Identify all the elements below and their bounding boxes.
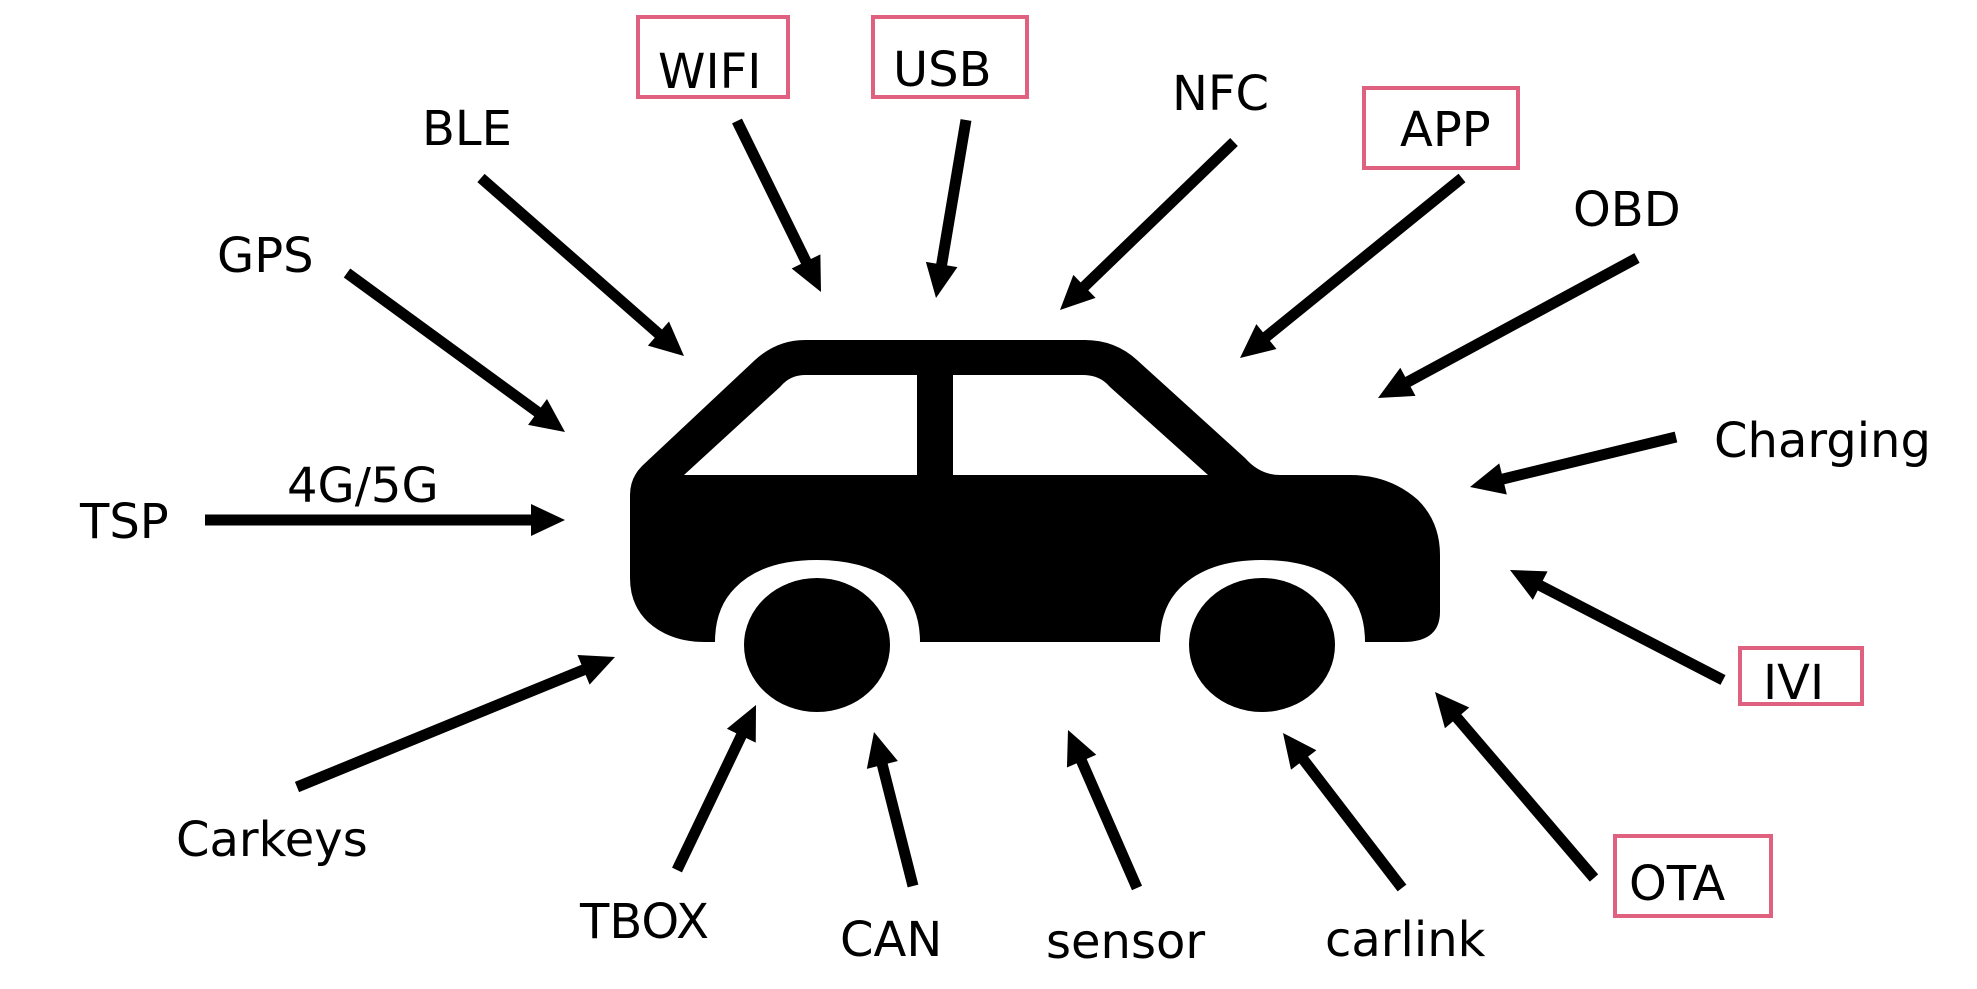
- arrow-head-tsp: [531, 504, 565, 536]
- arrow-head-ota: [1435, 692, 1470, 729]
- arrow-head-ble: [647, 321, 684, 356]
- arrow-head-usb: [925, 261, 958, 298]
- arrow-shaft-usb: [935, 119, 972, 270]
- label-tbox: TBOX: [579, 894, 709, 950]
- arrow-carlink: [1283, 733, 1407, 892]
- label-wifi: WIFI: [658, 44, 761, 100]
- arrow-head-sensor: [1066, 730, 1097, 768]
- label-nfc: NFC: [1172, 66, 1269, 122]
- rear-wheel: [1189, 578, 1335, 712]
- arrow-shaft-ble: [477, 173, 666, 341]
- ivi-highlight-box: [1738, 646, 1864, 706]
- arrows-layer: [205, 118, 1726, 892]
- arrow-wifi: [732, 118, 821, 292]
- arrow-obd: [1378, 253, 1640, 398]
- arrow-shaft-gps: [343, 268, 545, 419]
- label-ota: OTA: [1629, 856, 1725, 912]
- arrow-sensor: [1066, 730, 1143, 891]
- arrow-tbox: [672, 705, 756, 873]
- arrow-app: [1240, 173, 1466, 358]
- arrow-shaft-charging: [1497, 431, 1678, 486]
- arrow-head-gps: [528, 399, 565, 432]
- arrow-shaft-wifi: [732, 118, 813, 268]
- arrow-head-obd: [1378, 367, 1416, 398]
- usb-highlight-box: [871, 15, 1029, 99]
- arrow-shaft-sensor: [1074, 755, 1143, 891]
- arrow-head-carkeys: [577, 655, 615, 685]
- label-carlink: carlink: [1325, 912, 1486, 968]
- arrow-ivi: [1510, 570, 1726, 685]
- label-can: CAN: [840, 912, 942, 968]
- arrow-usb: [925, 119, 972, 298]
- arrow-head-charging: [1470, 463, 1507, 495]
- label-usb: USB: [893, 42, 992, 98]
- wifi-highlight-box: [636, 15, 790, 99]
- arrow-shaft-nfc: [1077, 138, 1238, 294]
- arrow-ota: [1435, 692, 1599, 882]
- label-sensor: sensor: [1046, 914, 1205, 970]
- arrow-head-wifi: [791, 254, 821, 292]
- arrow-shaft-tbox: [672, 729, 749, 873]
- ota-highlight-box: [1613, 834, 1773, 918]
- front-window: [684, 375, 917, 475]
- arrow-ble: [477, 173, 684, 356]
- label-app: APP: [1400, 102, 1491, 158]
- arrow-nfc: [1060, 138, 1238, 310]
- arrow-shaft-obd: [1401, 253, 1640, 389]
- arrow-head-tbox: [726, 705, 756, 743]
- label-gps: GPS: [217, 228, 314, 284]
- arrow-shaft-can: [876, 759, 919, 888]
- arrow-head-ivi: [1510, 570, 1548, 600]
- arrow-tsp: [205, 504, 565, 536]
- car-icon: [630, 340, 1440, 712]
- label-ivi: IVI: [1763, 655, 1824, 711]
- arrow-shaft-ivi: [1534, 578, 1726, 685]
- arrow-carkeys: [294, 655, 615, 793]
- arrow-can: [866, 732, 919, 888]
- arrow-shaft-app: [1259, 173, 1466, 344]
- label-obd: OBD: [1573, 182, 1681, 238]
- label-carkeys: Carkeys: [176, 812, 368, 868]
- arrow-head-app: [1240, 324, 1277, 358]
- arrow-shaft-ota: [1450, 711, 1599, 882]
- arrow-charging: [1470, 431, 1678, 495]
- arrow-shaft-carlink: [1296, 753, 1407, 892]
- arrow-head-carlink: [1283, 733, 1317, 770]
- front-wheel: [744, 578, 890, 712]
- arrow-head-can: [866, 732, 898, 769]
- arrow-shaft-carkeys: [294, 663, 590, 793]
- label-ble: BLE: [422, 101, 512, 157]
- app-highlight-box: [1362, 86, 1520, 170]
- rear-window: [953, 375, 1208, 475]
- label-charging: Charging: [1714, 413, 1931, 469]
- arrow-head-nfc: [1060, 274, 1096, 310]
- label-4g5g: 4G/5G: [287, 458, 439, 514]
- label-tsp: TSP: [79, 494, 169, 550]
- arrow-gps: [343, 268, 565, 432]
